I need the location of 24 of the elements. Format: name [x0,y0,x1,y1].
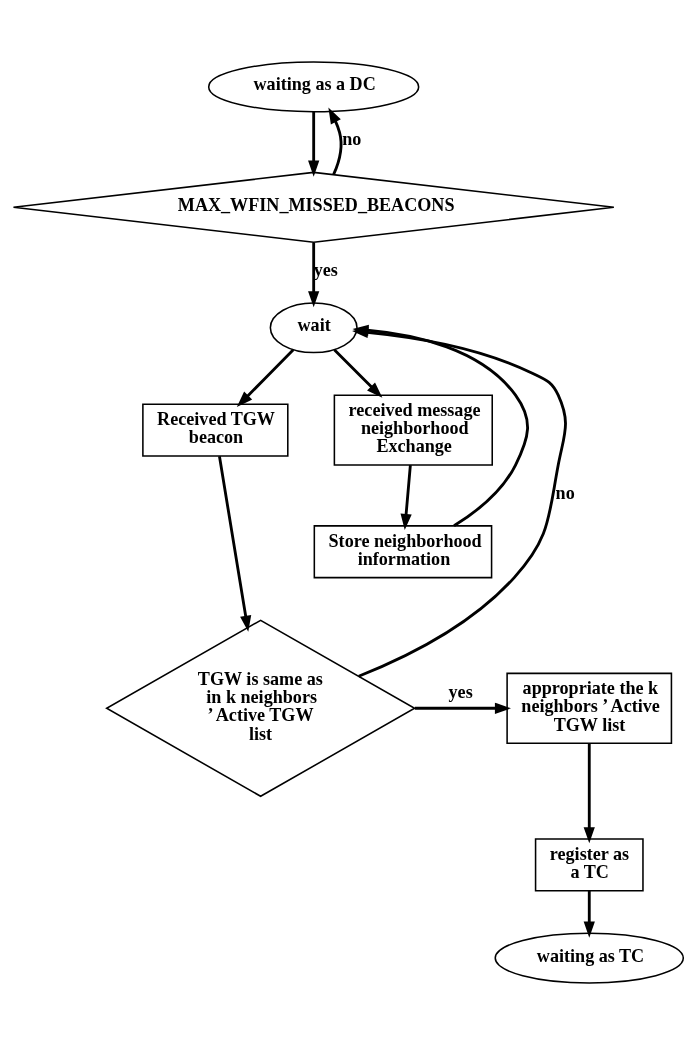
edge-label: no [342,128,362,149]
arrow [218,455,252,632]
edge-label: yes [313,259,338,280]
node-diamond: TGW is same as in k neighbors ’ Active TGW list [105,618,417,797]
node-box: register as a TC [534,837,644,891]
node-ellipse: waiting as TC [494,932,685,984]
node-box: received message neighborhood Exchange [333,393,493,466]
node-ellipse: waiting as a DC [207,60,420,112]
edge-label: no [555,482,575,503]
arrow [308,242,320,307]
arrow [308,111,320,177]
arrow [236,348,295,407]
node-box: Received TGW beacon [142,402,289,457]
arrow [333,348,383,398]
node-box: appropriate the k neighbors ’ Active TGW list [506,672,673,744]
arrow [328,107,343,175]
arrow [583,742,595,843]
arrow [583,890,595,938]
node-diamond: MAX_WFIN_MISSED_BEACONS [12,171,615,243]
node-box: Store neighborhood information [313,524,493,578]
node-ellipse: wait [269,301,358,353]
edge-label: yes [448,681,473,702]
arrow [400,464,412,530]
arrow [414,702,511,714]
